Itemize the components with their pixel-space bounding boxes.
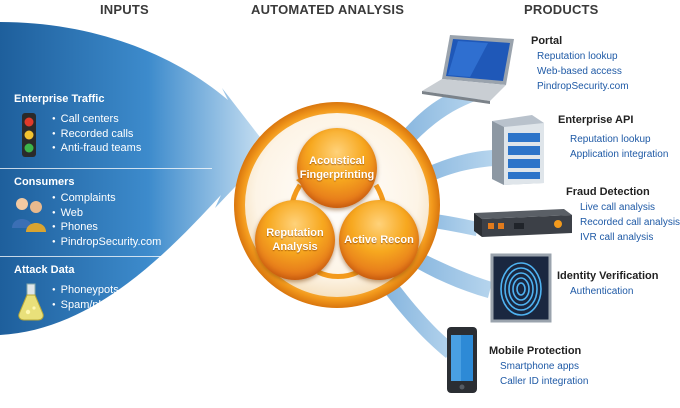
list-item: Web xyxy=(52,206,161,221)
product-title-fraud: Fraud Detection xyxy=(566,186,650,198)
input-list-attack: Phoneypots Spam/phishing xyxy=(52,283,134,313)
smartphone-icon xyxy=(447,327,477,393)
server-icon xyxy=(492,115,544,185)
fingerprint-icon xyxy=(490,253,552,323)
input-title-enterprise: Enterprise Traffic xyxy=(14,93,105,105)
rack-appliance-icon xyxy=(474,209,572,237)
list-item: Complaints xyxy=(52,191,161,206)
product-title-api: Enterprise API xyxy=(558,114,634,126)
list-item: PindropSecurity.com xyxy=(537,81,629,92)
list-item: Spam/phishing xyxy=(52,298,134,313)
list-item: Reputation lookup xyxy=(570,134,651,145)
product-list-portal: Reputation lookup Web-based access Pindr… xyxy=(537,49,629,94)
input-separator xyxy=(0,256,212,257)
list-item: Caller ID integration xyxy=(500,376,589,387)
product-title-identity: Identity Verification xyxy=(557,270,659,282)
header-inputs: INPUTS xyxy=(100,2,149,17)
list-item: Application integration xyxy=(570,149,669,160)
header-products: PRODUCTS xyxy=(524,2,599,17)
list-item: Web-based access xyxy=(537,66,622,77)
list-item: Recorded call analysis xyxy=(580,217,680,228)
laptop-icon xyxy=(422,35,514,104)
traffic-light-icon xyxy=(22,113,36,157)
list-item: IVR call analysis xyxy=(580,232,654,243)
list-item: Phoneypots xyxy=(52,283,133,298)
product-list-identity: Authentication xyxy=(570,284,633,299)
beam-portal xyxy=(395,85,478,152)
orb-reputation-analysis: Reputation Analysis xyxy=(255,200,335,280)
list-item: Anti-fraud teams xyxy=(52,141,142,156)
input-title-consumers: Consumers xyxy=(14,176,75,188)
header-analysis: AUTOMATED ANALYSIS xyxy=(251,2,405,17)
input-list-consumers: Complaints Web Phones PindropSecurity.co… xyxy=(52,191,162,250)
flask-icon xyxy=(18,283,44,321)
product-title-mobile: Mobile Protection xyxy=(489,345,582,357)
input-title-attack: Attack Data xyxy=(14,264,75,276)
input-separator xyxy=(0,168,212,169)
orb-acoustical-fingerprinting: Acoustical Fingerprinting xyxy=(297,128,377,208)
list-item: Recorded calls xyxy=(52,127,141,142)
orb-active-recon: Active Recon xyxy=(339,200,419,280)
list-item: Authentication xyxy=(570,286,634,297)
list-item: Smartphone apps xyxy=(500,361,579,372)
product-list-fraud: Live call analysis Recorded call analysi… xyxy=(580,200,680,245)
list-item: PindropSecurity.com xyxy=(52,235,162,250)
input-list-enterprise: Call centers Recorded calls Anti-fraud t… xyxy=(52,112,142,156)
list-item: Live call analysis xyxy=(580,202,656,213)
product-list-api: Reputation lookup Application integratio… xyxy=(570,132,668,162)
people-icon xyxy=(12,198,46,232)
list-item: Phones xyxy=(52,220,161,235)
product-title-portal: Portal xyxy=(531,35,563,47)
beam-identity xyxy=(406,248,492,298)
list-item: Reputation lookup xyxy=(537,51,618,62)
beam-mobile xyxy=(384,280,455,358)
list-item: Call centers xyxy=(52,112,141,127)
product-list-mobile: Smartphone apps Caller ID integration xyxy=(500,359,588,389)
